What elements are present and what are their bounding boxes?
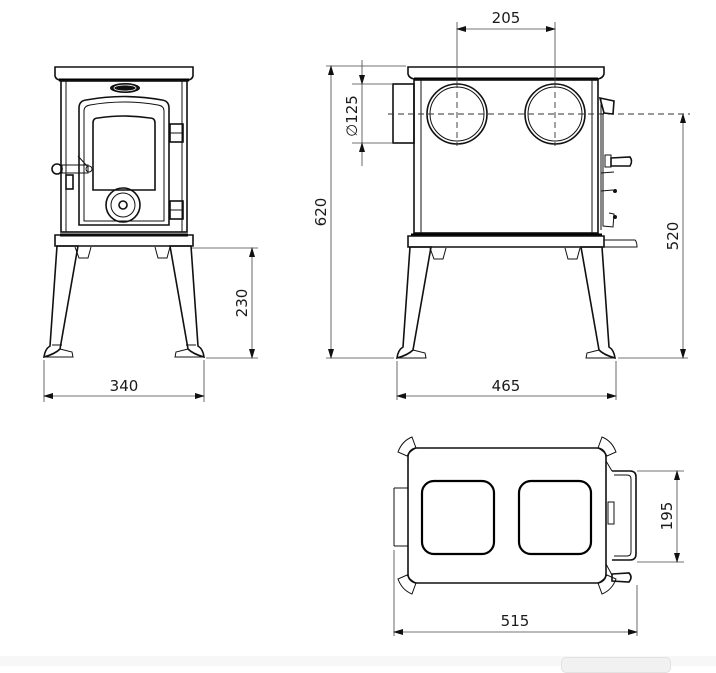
leg-icon xyxy=(397,436,417,457)
dim-flue-diameter: ∅125 xyxy=(343,95,361,137)
logo-plate-icon xyxy=(110,83,140,93)
leg-icon xyxy=(397,574,417,595)
dim-front-width: 340 xyxy=(110,377,139,395)
latch-icon xyxy=(65,174,74,190)
dim-overall-height: 620 xyxy=(312,198,330,227)
side-dimensions: 205 ∅125 620 520 465 xyxy=(312,9,688,400)
dim-flue-spacing: 205 xyxy=(492,9,521,27)
top-dimensions: 195 515 xyxy=(393,470,684,636)
dim-handle-width: 195 xyxy=(658,502,676,531)
front-view xyxy=(43,66,205,359)
top-view xyxy=(393,436,637,595)
dim-top-depth: 515 xyxy=(501,612,530,630)
footer-button[interactable] xyxy=(561,657,671,673)
dim-leg-height: 230 xyxy=(233,289,251,318)
side-view xyxy=(388,66,690,360)
front-dimensions: 340 230 xyxy=(43,247,258,402)
dim-flue-center-height: 520 xyxy=(664,222,682,251)
bottom-bar xyxy=(0,656,716,666)
leg-icon xyxy=(597,436,617,457)
leg-icon xyxy=(597,574,617,595)
dim-side-depth: 465 xyxy=(492,377,521,395)
